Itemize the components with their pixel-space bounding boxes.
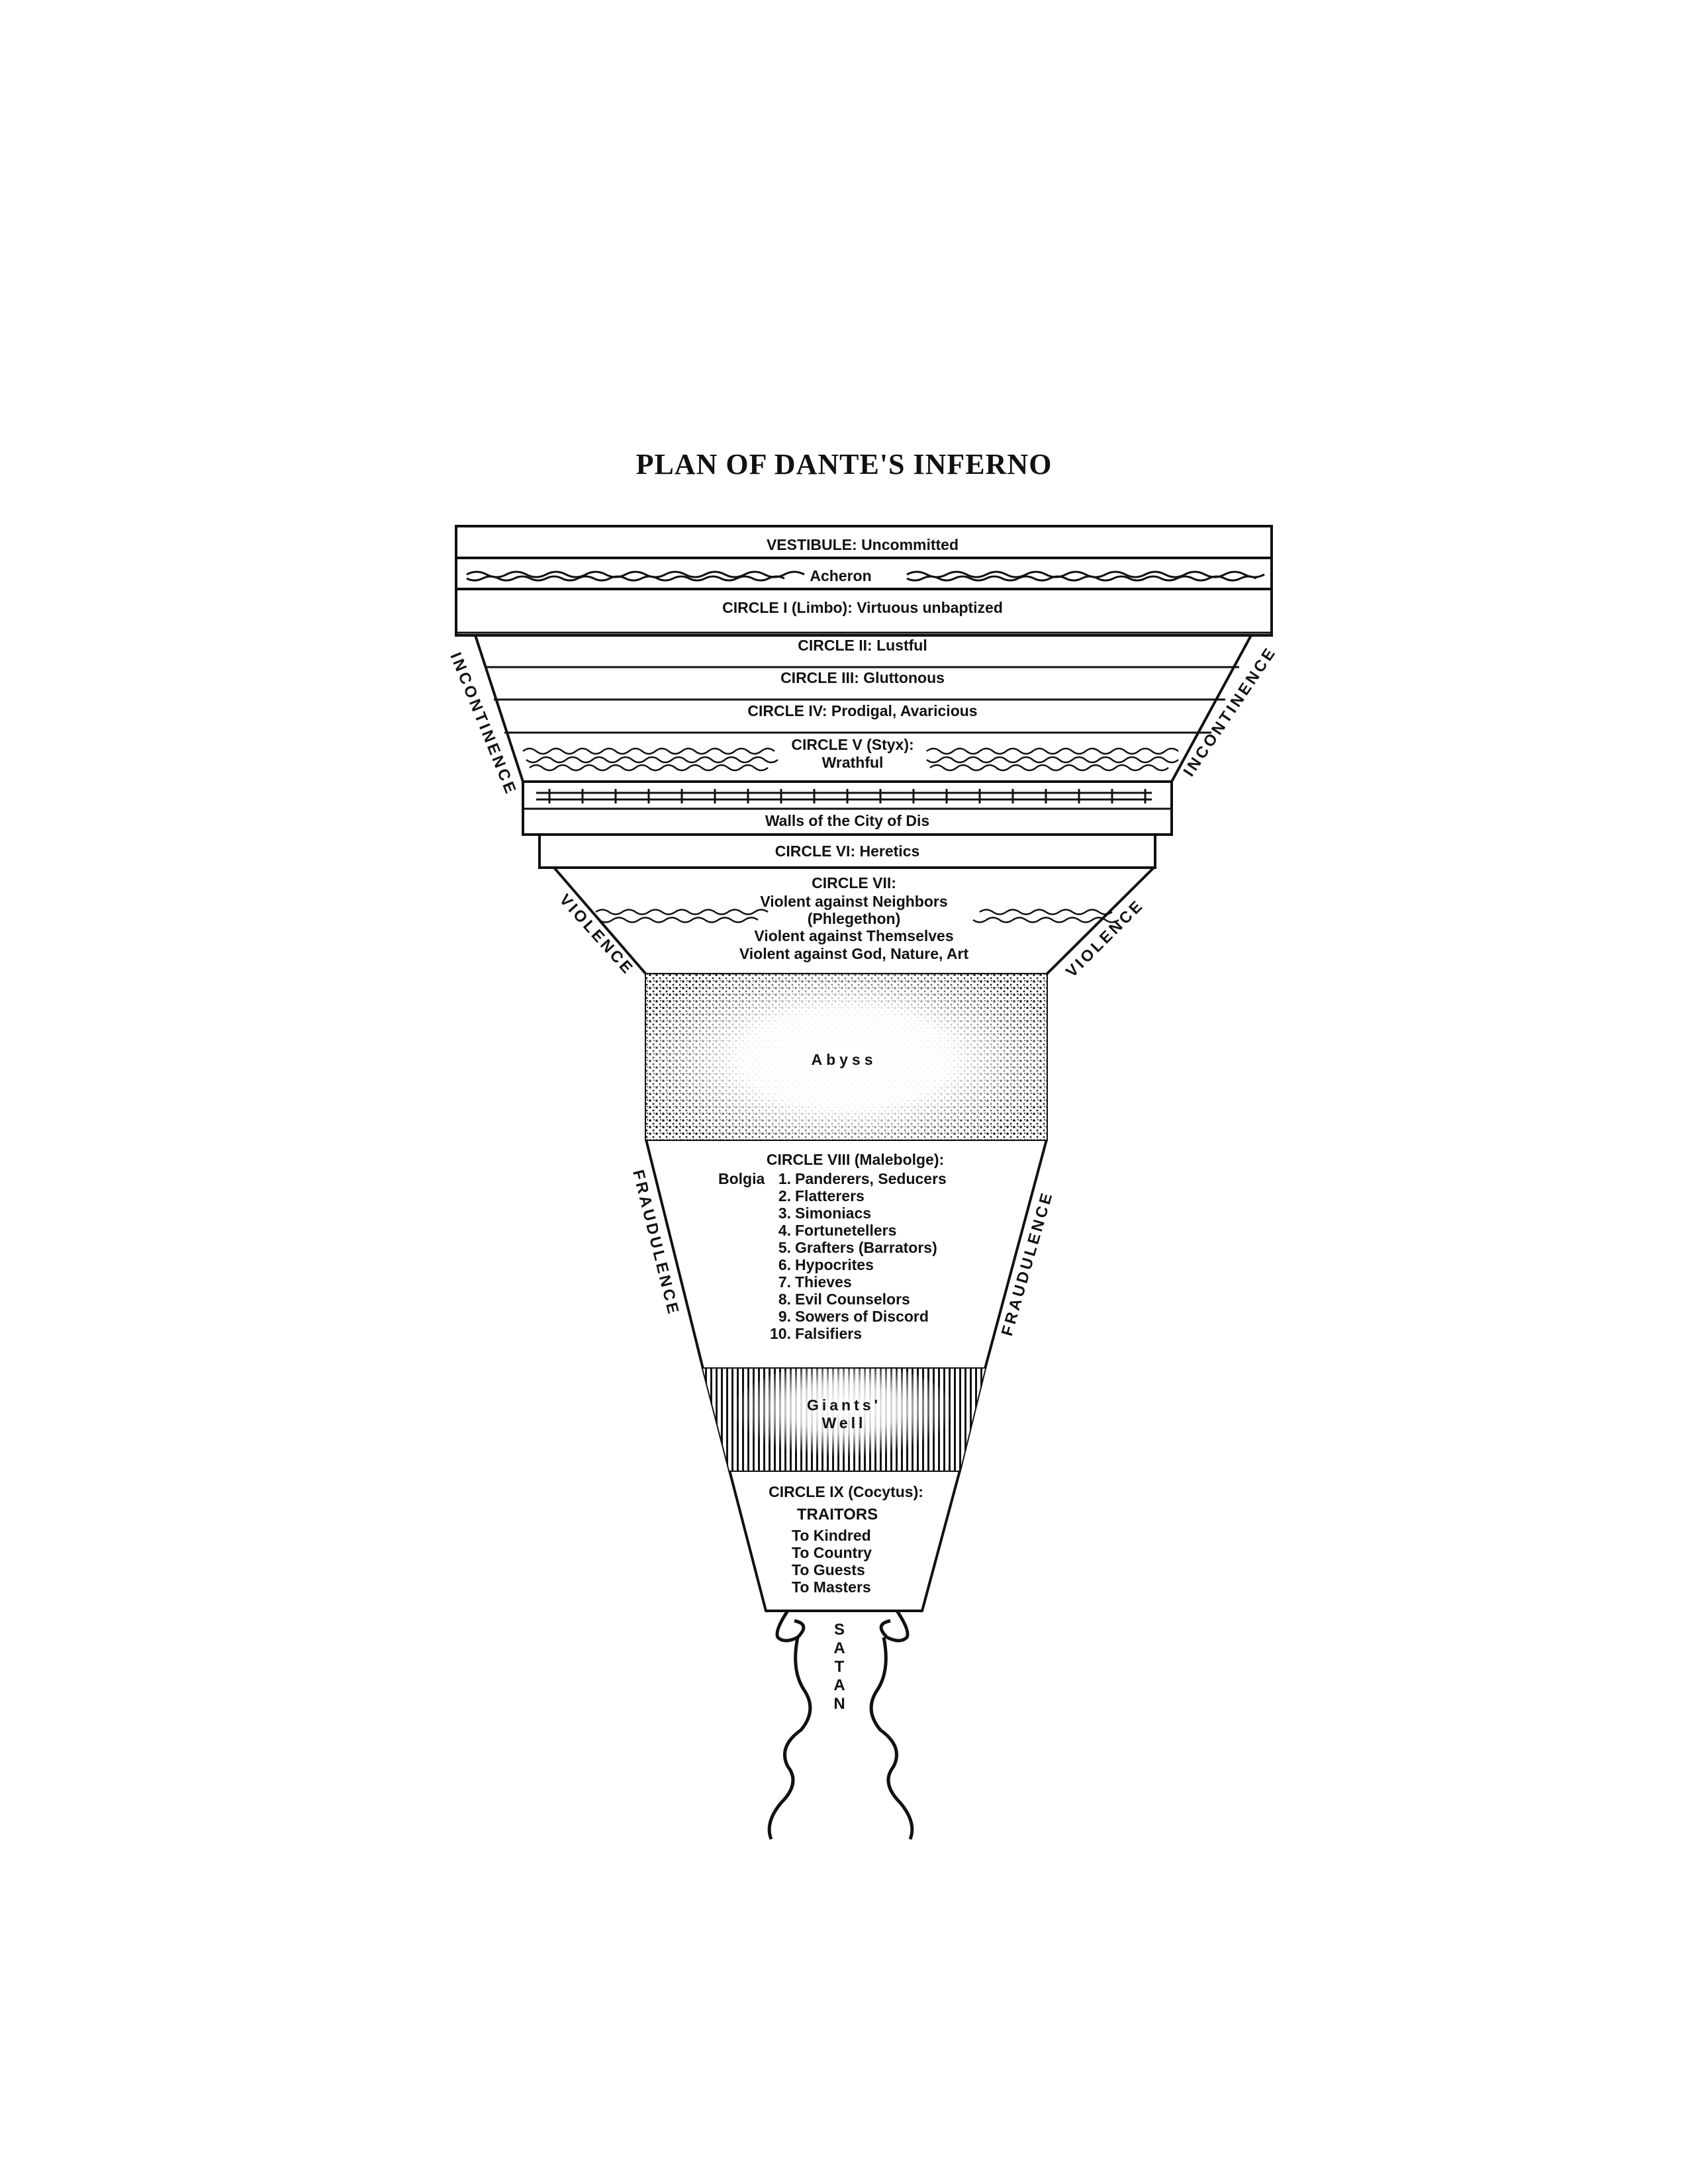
traitor-item: To Masters (792, 1578, 871, 1596)
bolgia-number: 7. (778, 1273, 791, 1291)
bolgia-item: Panderers, Seducers (795, 1170, 947, 1187)
acheron-label: Acheron (810, 567, 871, 584)
dis-wall-bricks (536, 789, 1152, 803)
circle-1-label: CIRCLE I (Limbo): Virtuous unbaptized (722, 599, 1003, 616)
satan-letter: N (833, 1695, 845, 1713)
vestibule-label: VESTIBULE: Uncommitted (767, 536, 959, 553)
violence-right-label: VIOLENCE (1062, 896, 1147, 981)
bolgia-item: Fortunetellers (795, 1222, 896, 1239)
abyss-label: Abyss (811, 1051, 876, 1068)
satan-figure (767, 1610, 914, 1840)
satan-letter: A (833, 1639, 845, 1657)
phlegethon-river (595, 909, 1119, 923)
traitor-item: To Guests (792, 1561, 865, 1578)
circle-9-trapezoid (728, 1470, 961, 1612)
bolgia-item: Hypocrites (795, 1256, 874, 1273)
circle-5-sublabel: Wrathful (822, 754, 884, 771)
bolgia-number: 2. (778, 1187, 791, 1205)
bolgia-item: Falsifiers (795, 1325, 862, 1342)
circle-7-ring-2: Violent against Themselves (754, 927, 953, 944)
fraudulence-left-label: FRAUDULENCE (629, 1168, 682, 1318)
traitor-item: To Kindred (792, 1527, 871, 1544)
bolgia-item: Flatterers (795, 1187, 865, 1205)
dis-label: Walls of the City of Dis (765, 812, 929, 829)
circle-6-label: CIRCLE VI: Heretics (775, 842, 920, 860)
satan-letter: S (834, 1621, 845, 1639)
giants-label: Giants' (807, 1396, 881, 1414)
bolgia-number: 6. (778, 1256, 791, 1273)
bolgia-item: Grafters (Barrators) (795, 1239, 937, 1256)
circle-4-label: CIRCLE IV: Prodigal, Avaricious (747, 702, 977, 719)
well-label: Well (822, 1414, 867, 1432)
circle-7-ring-3: Violent against God, Nature, Art (739, 945, 969, 962)
styx-marsh (522, 747, 1179, 772)
bolgia-number: 3. (778, 1205, 791, 1222)
satan-letter: T (835, 1658, 845, 1676)
bolgia-item: Evil Counselors (795, 1291, 910, 1308)
circle-6-box (538, 833, 1156, 869)
circle-7-ring-1: Violent against Neighbors (760, 893, 947, 910)
bolgia-number: 8. (778, 1291, 791, 1308)
page-title: PLAN OF DANTE'S INFERNO (635, 448, 1053, 480)
violence-left-label: VIOLENCE (556, 891, 638, 979)
circle-2-label: CIRCLE II: Lustful (798, 637, 927, 654)
circle-5-label: CIRCLE V (Styx): (791, 736, 914, 753)
bolgia-item: Simoniacs (795, 1205, 871, 1222)
giants-well-texture (703, 1369, 985, 1471)
bolgia-number: 5. (778, 1239, 791, 1256)
circle-7-title: CIRCLE VII: (812, 874, 896, 891)
satan-letter: A (833, 1676, 845, 1694)
traitor-item: To Country (792, 1544, 872, 1561)
bolgia-number: 4. (778, 1222, 791, 1239)
bolgia-number: 1. (778, 1170, 791, 1187)
circle-8-title: CIRCLE VIII (Malebolge): (767, 1151, 944, 1168)
incontinence-left-label: INCONTINENCE (446, 650, 520, 798)
vestibule-box (455, 525, 1273, 637)
bolgia-number: 10. (770, 1325, 791, 1342)
traitors-label: TRAITORS (797, 1506, 878, 1524)
bolgia-list: 1.Panderers, Seducers2.Flatterers3.Simon… (770, 1170, 947, 1342)
circle-9-title: CIRCLE IX (Cocytus): (769, 1483, 923, 1500)
circle-3-label: CIRCLE III: Gluttonous (780, 669, 945, 686)
abyss-texture (646, 974, 1047, 1140)
incontinence-right-label: INCONTINENCE (1180, 643, 1280, 780)
bolgia-number: 9. (778, 1308, 791, 1325)
acheron-river (466, 570, 1265, 582)
bolgia-item: Sowers of Discord (795, 1308, 929, 1325)
circle-7-phlegethon: (Phlegethon) (808, 910, 901, 927)
bolgia-word: Bolgia (718, 1170, 765, 1187)
bolgia-item: Thieves (795, 1273, 852, 1291)
